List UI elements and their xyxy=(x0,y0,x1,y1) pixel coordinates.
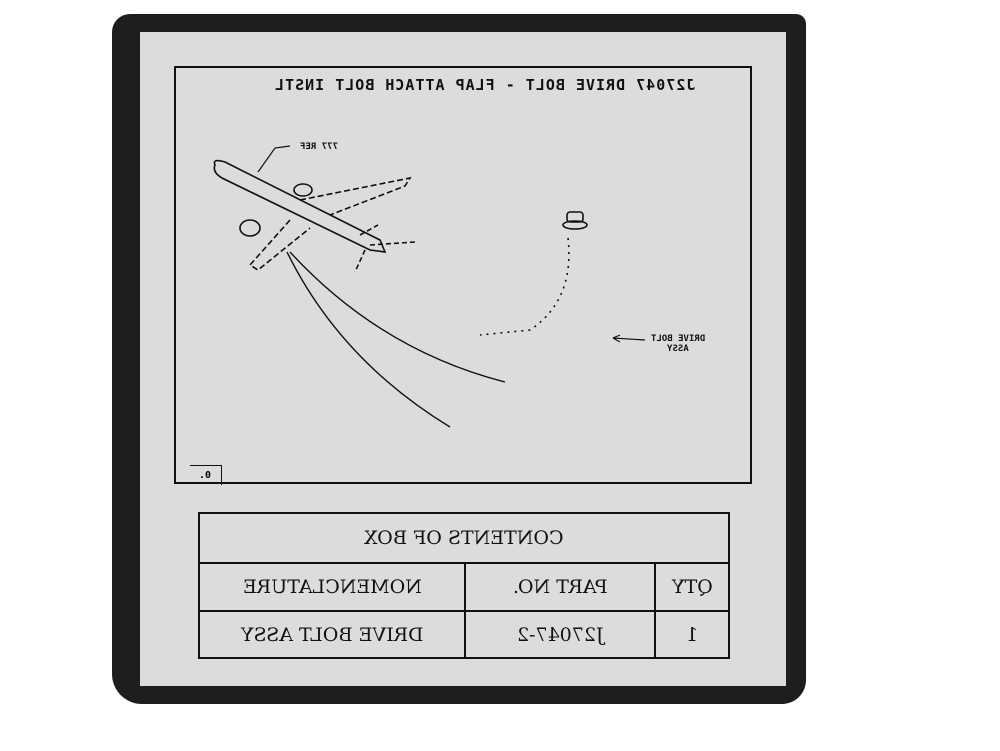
bolt-icon xyxy=(566,211,584,223)
engine-2 xyxy=(293,183,313,197)
ref-callout: 777 REF xyxy=(300,142,338,152)
swoop-2 xyxy=(289,251,506,383)
swoop-1 xyxy=(286,251,451,428)
part-callout: DRIVE BOLT ASSY xyxy=(650,334,706,354)
corner-mark: 0. xyxy=(190,465,222,485)
contents-table: CONTENTS OF BOX NOMENCLATURE PART NO. QT… xyxy=(198,512,730,659)
fuselage xyxy=(213,159,387,253)
part-arrow xyxy=(612,334,646,343)
wing-lower xyxy=(248,219,311,271)
ref-leader xyxy=(257,145,291,173)
table-title: CONTENTS OF BOX xyxy=(198,512,730,564)
wing-upper xyxy=(299,176,412,216)
illustration-box xyxy=(174,66,752,484)
dotted-path xyxy=(479,237,570,336)
engine xyxy=(239,219,261,237)
tail xyxy=(354,224,416,273)
table-row: DRIVE BOLT ASSY J27047-2 1 xyxy=(198,610,730,659)
table-header-row: NOMENCLATURE PART NO. QTY xyxy=(198,562,730,612)
